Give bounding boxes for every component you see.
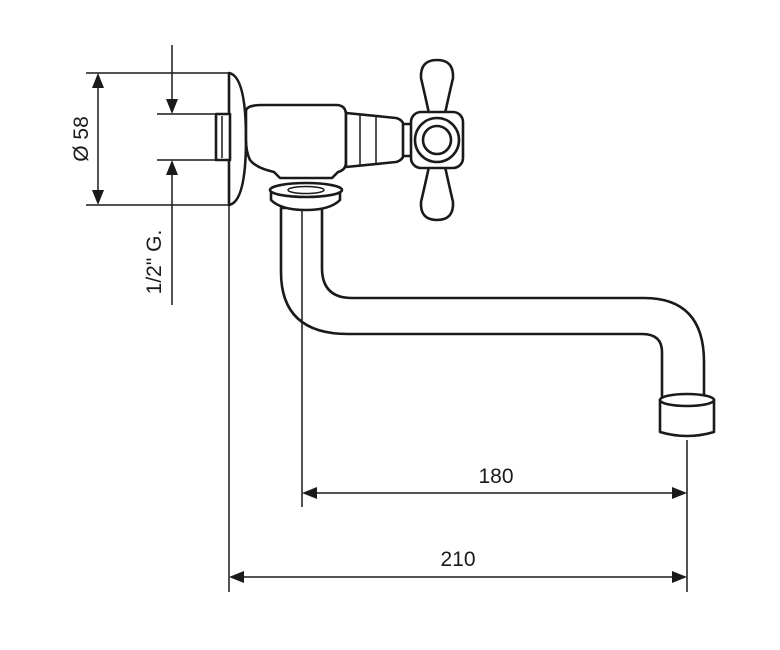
dimension-lines (86, 45, 688, 592)
aerator (658, 398, 716, 438)
handle-top-lever (419, 58, 455, 120)
faucet (214, 58, 716, 438)
bonnet-nut (344, 111, 406, 169)
thread-size-label: 1/2" G. (143, 230, 166, 295)
inlet-thread (214, 112, 232, 162)
flange-diameter-label: Ø 58 (70, 116, 93, 162)
handle-bottom-lever (419, 160, 455, 222)
spout-reach-label: 180 (478, 465, 513, 488)
cross-handle (409, 58, 465, 222)
wall-flange (227, 71, 248, 207)
valve-body (244, 103, 348, 180)
total-reach-label: 210 (440, 548, 475, 571)
spout-pipe (279, 206, 706, 400)
